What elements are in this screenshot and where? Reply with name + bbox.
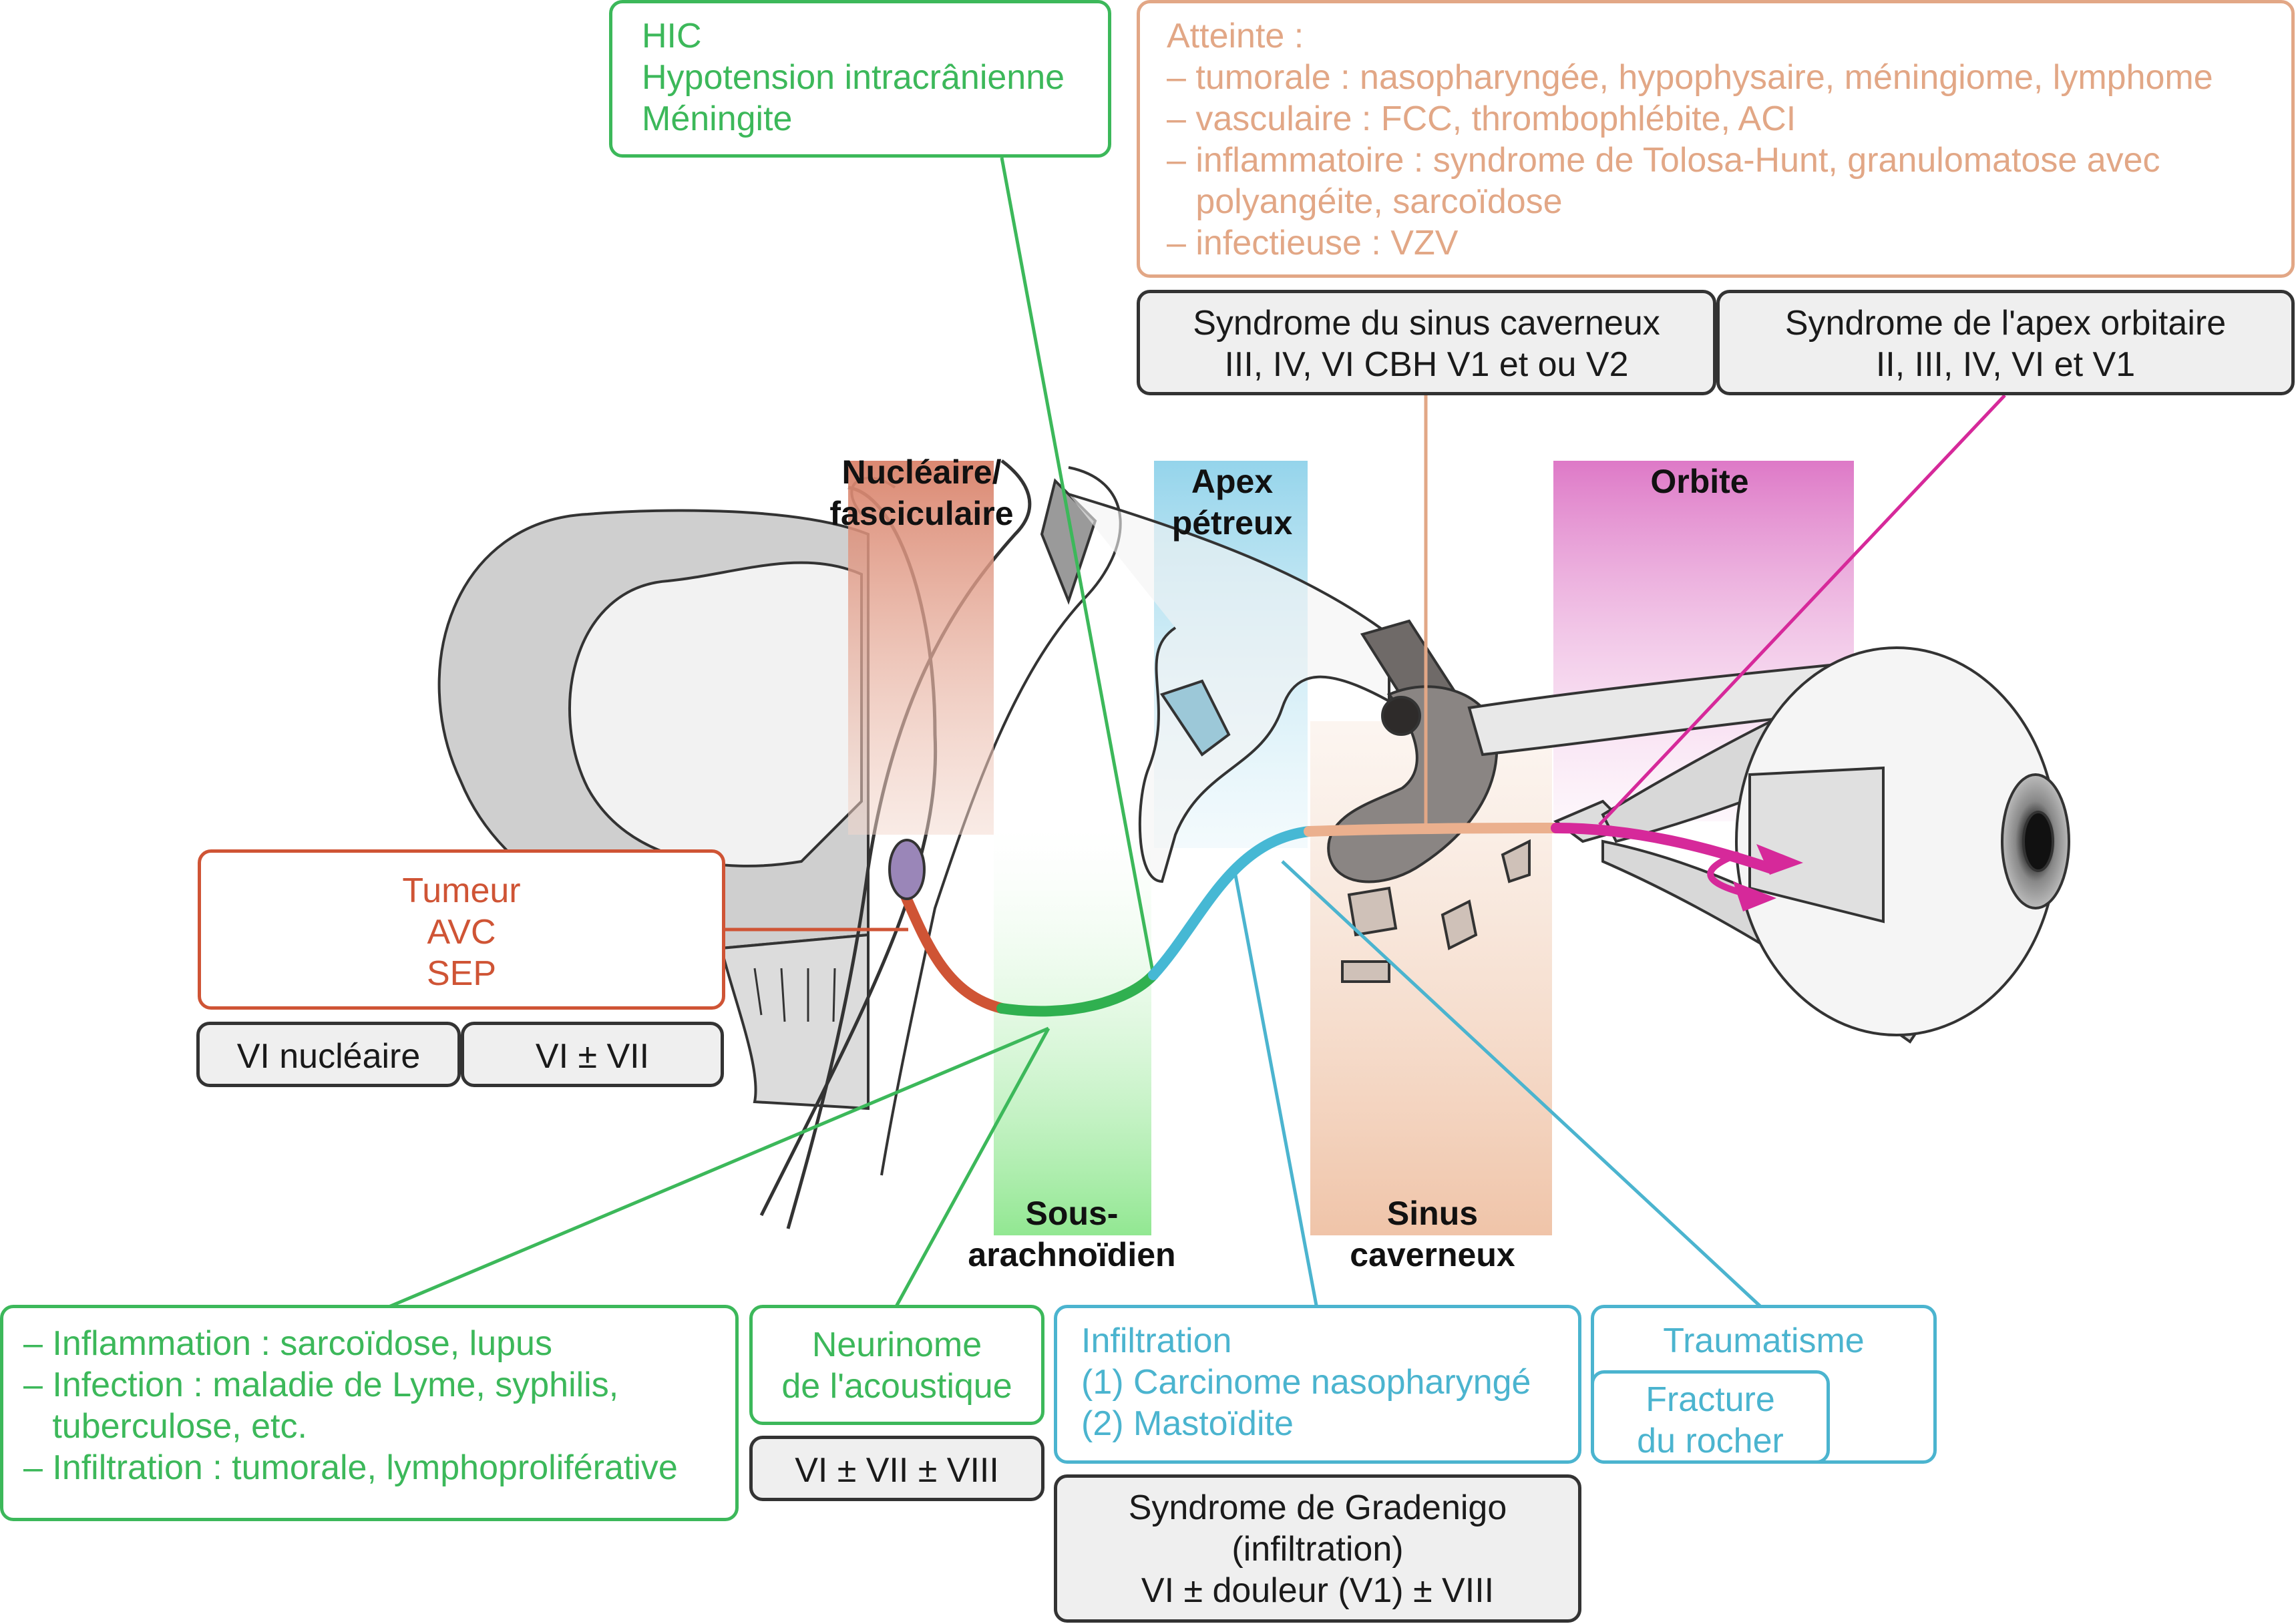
- atteinte-text: Atteinte : – tumorale : nasopharyngée, h…: [1167, 17, 2213, 262]
- band-nucleaire: [848, 461, 994, 835]
- neurinome-box: Neurinome de l'acoustique: [749, 1305, 1044, 1425]
- vi-vii-text: VI ± VII: [535, 1037, 650, 1076]
- apex-syndrome-text: Syndrome de l'apex orbitaire II, III, IV…: [1784, 304, 2227, 384]
- nerve-vi-arrow-head-1: [1756, 844, 1803, 875]
- nucleus-vi: [888, 839, 926, 900]
- connector-lines: [383, 157, 2006, 1311]
- sinus-syndrome-box: Syndrome du sinus caverneux III, IV, VI …: [1137, 290, 1716, 395]
- inflammation-text: – Inflammation : sarcoïdose, lupus – Inf…: [23, 1324, 678, 1487]
- vi-nucleaire-box: VI nucléaire: [196, 1022, 461, 1087]
- region-label-sinus: Sinus caverneux: [1350, 1195, 1515, 1273]
- nerve-vi-arrow-head-2: [1733, 881, 1776, 911]
- band-sous-arachnoidien: [994, 828, 1151, 1235]
- petrous-apex-drawing: [1068, 493, 1390, 883]
- tumeur-text: Tumeur AVC SEP: [402, 871, 521, 993]
- gradenigo-text: Syndrome de Gradenigo (infiltration) VI …: [1128, 1488, 1507, 1610]
- traumatisme-text: Traumatisme: [1663, 1322, 1865, 1360]
- hic-text: HIC Hypotension intracrânienne Méningite: [642, 17, 1065, 138]
- apex-syndrome-box: Syndrome de l'apex orbitaire II, III, IV…: [1716, 290, 2295, 395]
- eye-drawing: [1735, 646, 2070, 1036]
- vi-vii-viii-box: VI ± VII ± VIII: [749, 1436, 1044, 1501]
- region-label-nucleaire: Nucléaire/ fasciculaire: [829, 453, 1014, 532]
- inflammation-box: – Inflammation : sarcoïdose, lupus – Inf…: [0, 1305, 739, 1521]
- infiltration-text: Infiltration (1) Carcinome nasopharyngé …: [1081, 1322, 1531, 1443]
- vi-nucleaire-text: VI nucléaire: [236, 1037, 421, 1076]
- infiltration-box: Infiltration (1) Carcinome nasopharyngé …: [1054, 1305, 1581, 1464]
- vi-vii-box: VI ± VII: [461, 1022, 724, 1087]
- region-label-sous-arachnoidien: Sous- arachnoïdien: [968, 1195, 1176, 1273]
- region-label-orbite: Orbite: [1650, 463, 1749, 500]
- region-label-apex: Apex pétreux: [1171, 463, 1293, 542]
- gradenigo-box: Syndrome de Gradenigo (infiltration) VI …: [1054, 1474, 1581, 1623]
- fracture-box: Fracture du rocher: [1591, 1370, 1830, 1464]
- vi-vii-viii-text: VI ± VII ± VIII: [795, 1451, 999, 1490]
- nerve-vi-path: [900, 823, 1775, 1017]
- hic-box: HIC Hypotension intracrânienne Méningite: [609, 0, 1111, 158]
- tumeur-box: Tumeur AVC SEP: [198, 849, 725, 1010]
- sinus-syndrome-text: Syndrome du sinus caverneux III, IV, VI …: [1193, 304, 1660, 384]
- atteinte-box: Atteinte : – tumorale : nasopharyngée, h…: [1137, 0, 2295, 278]
- fracture-text: Fracture du rocher: [1637, 1380, 1784, 1460]
- neurinome-text: Neurinome de l'acoustique: [781, 1326, 1012, 1406]
